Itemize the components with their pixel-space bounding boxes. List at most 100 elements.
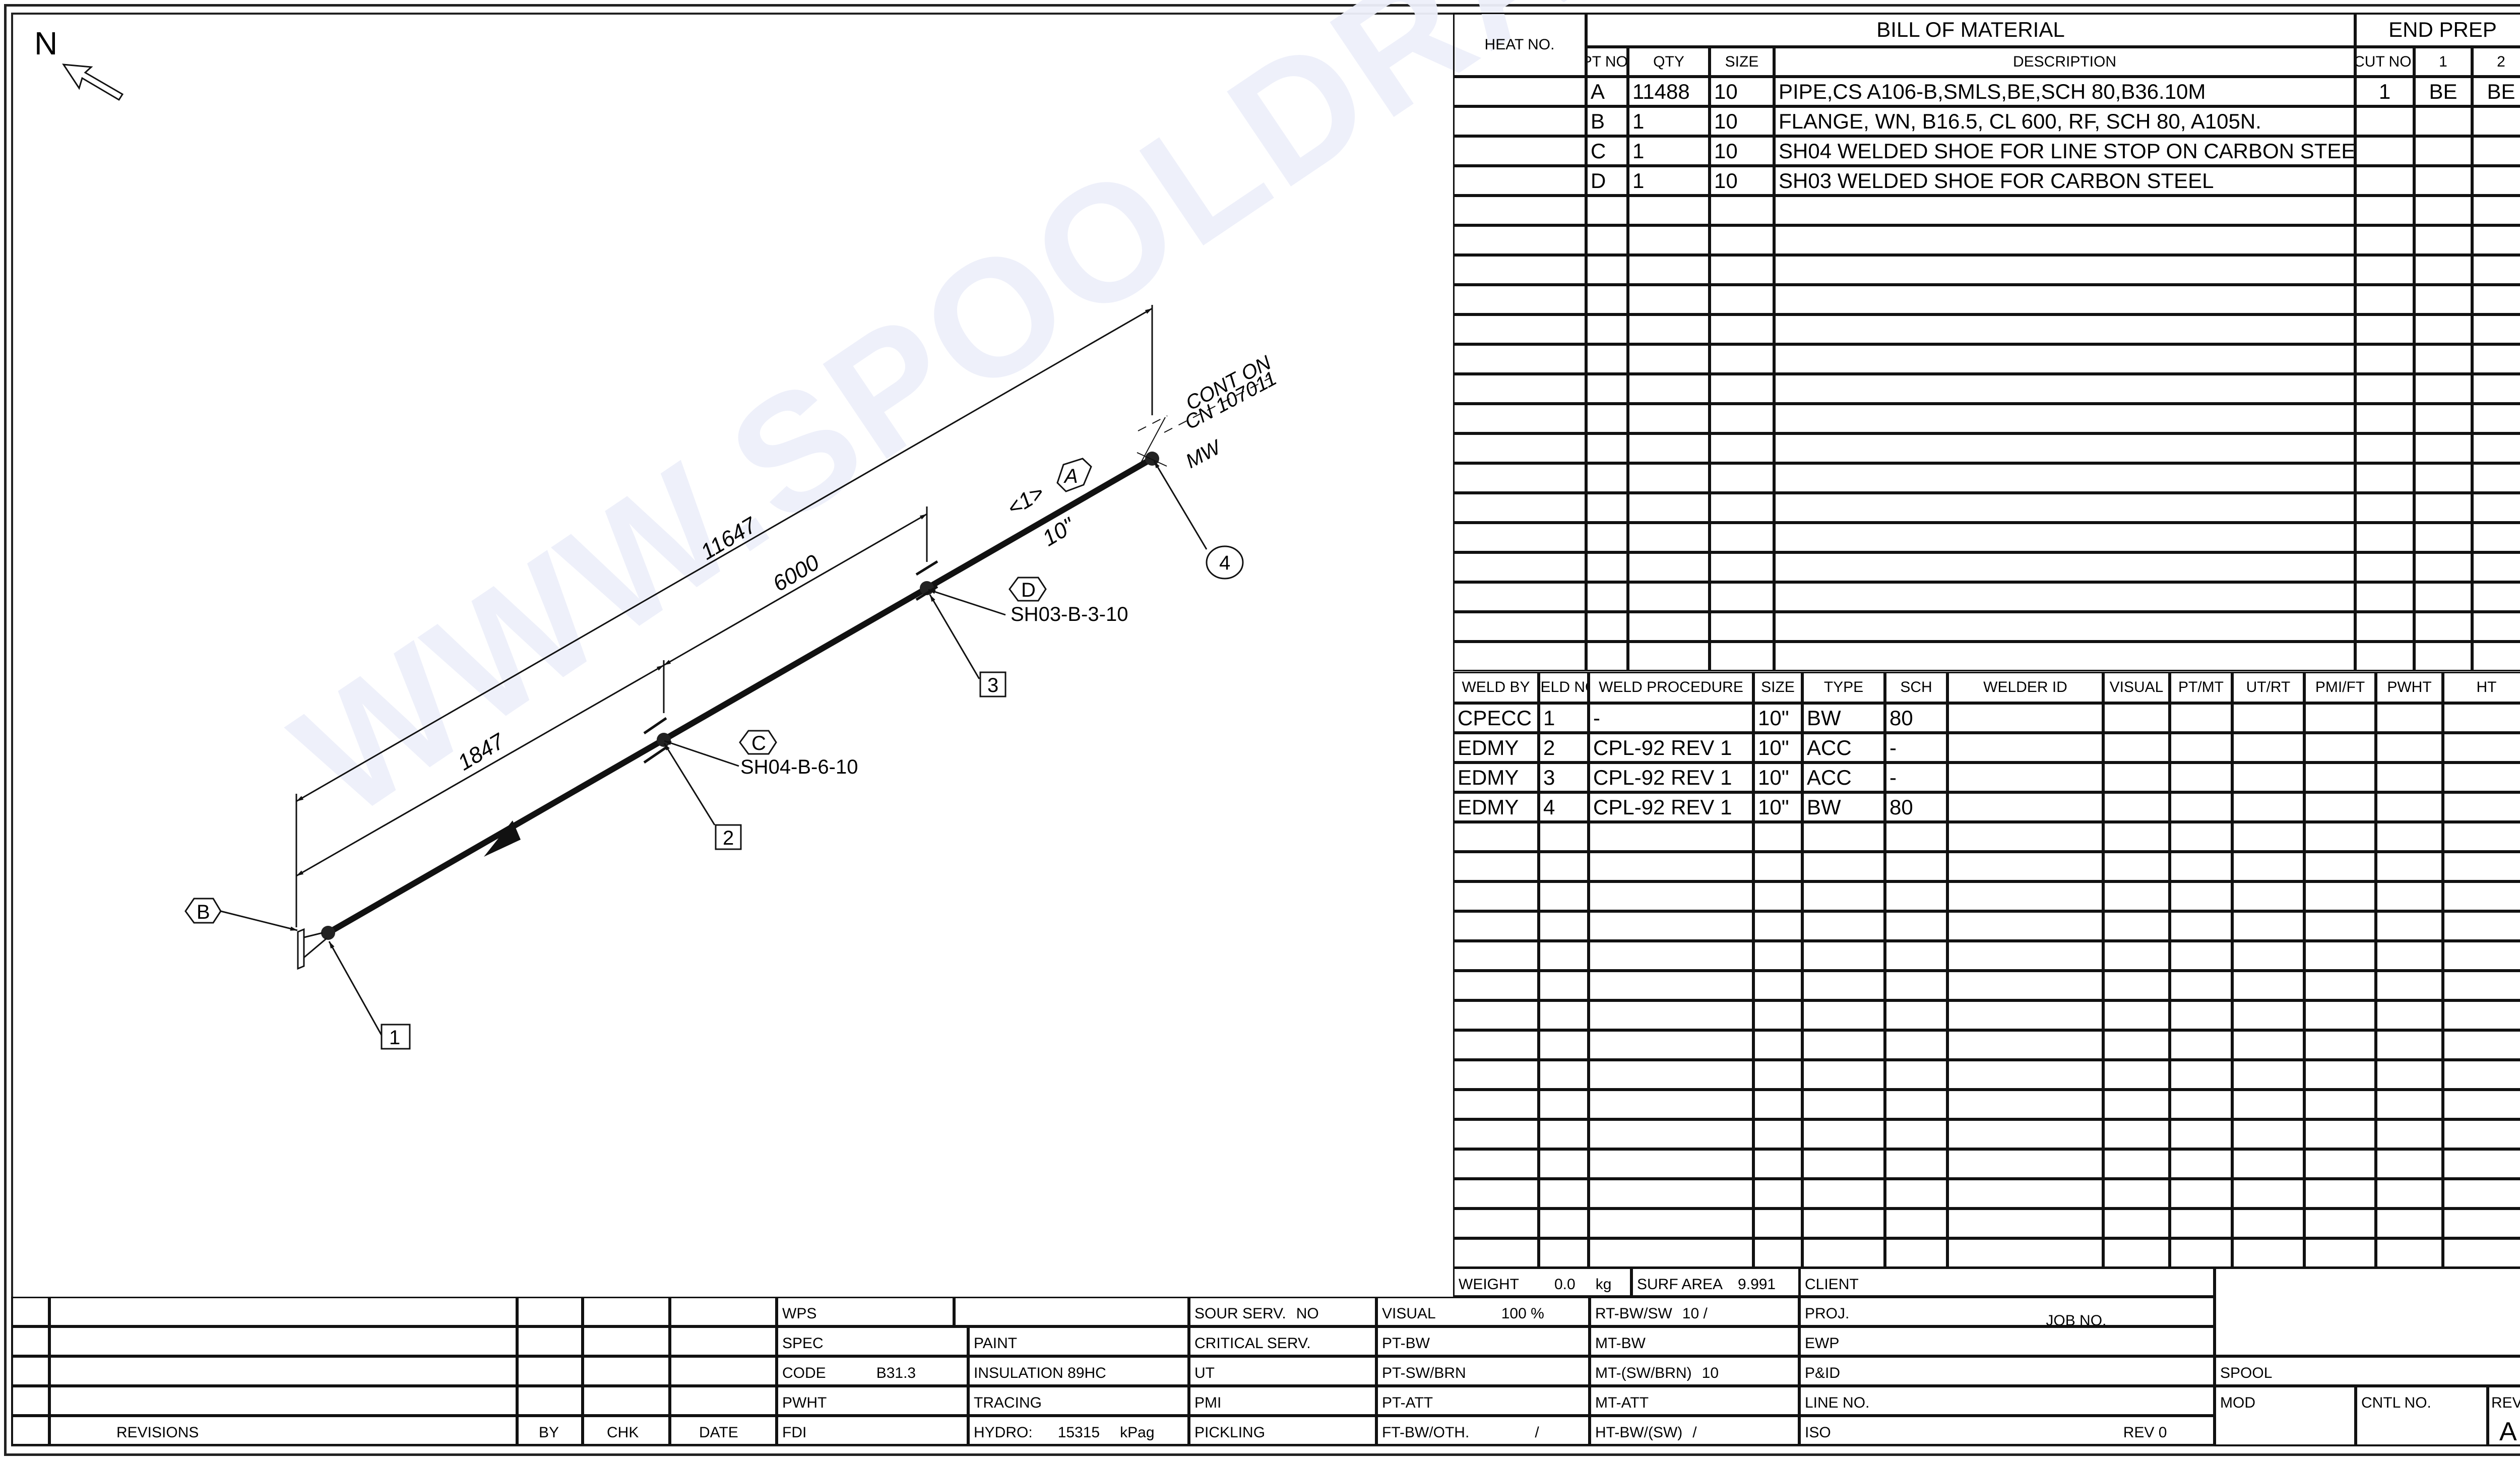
bom-row-e1	[2414, 136, 2472, 166]
bom-empty-cell	[2414, 285, 2472, 314]
bom-empty-cell	[1453, 255, 1586, 285]
bom-empty-cell	[1628, 196, 1710, 225]
weld-empty-cell	[1802, 1000, 1885, 1030]
bom-empty-cell	[1586, 523, 1628, 552]
weld-empty-cell	[2304, 941, 2376, 971]
weld-empty-cell	[1539, 822, 1589, 852]
bom-row-heat	[1453, 166, 1586, 196]
weld-empty-cell	[2170, 1238, 2232, 1268]
weld-empty-cell	[2170, 1209, 2232, 1238]
revision-chk-cell	[583, 1356, 670, 1386]
spool-cell: SPOOL	[2215, 1356, 2520, 1386]
bom-empty-cell	[1628, 255, 1710, 285]
weld-empty-cell	[2103, 911, 2170, 941]
weld-empty-cell	[1885, 1060, 1947, 1090]
bom-empty-cell	[2414, 523, 2472, 552]
weld-empty-cell	[1589, 1209, 1753, 1238]
title-field-label: PROJ.	[1805, 1305, 1850, 1322]
weld-row-pwht	[2376, 792, 2443, 822]
bom-empty-cell	[2414, 196, 2472, 225]
weld-empty-cell	[1885, 822, 1947, 852]
bom-empty-cell	[2355, 463, 2414, 493]
title-field-label: PMI	[1194, 1394, 1222, 1411]
bom-empty-cell	[1453, 552, 1586, 582]
revision-description-cell-text: REVISIONS	[116, 1424, 199, 1441]
weld-empty-cell	[2304, 1149, 2376, 1179]
bom-row-e2-text: BE	[2487, 79, 2515, 103]
weld-empty-cell	[2103, 1000, 2170, 1030]
weld-row-by-text: EDMY	[1458, 735, 1519, 759]
revision-date-cell-text: DATE	[699, 1424, 738, 1441]
bom-header-e1: 1	[2414, 47, 2472, 77]
title-field-label: ISO	[1805, 1424, 1831, 1441]
weld-empty-cell	[1589, 1000, 1753, 1030]
weld-empty-cell	[2103, 1238, 2170, 1268]
weld-empty-cell	[2170, 1119, 2232, 1149]
bom-empty-cell	[2355, 433, 2414, 463]
revision-date-cell	[670, 1297, 777, 1326]
weld-row-pmift	[2304, 703, 2376, 733]
title-field-unit: kPag	[1120, 1424, 1155, 1441]
weld-row-visual	[2103, 763, 2170, 792]
bom-empty-cell	[2355, 523, 2414, 552]
weld-empty-cell	[2376, 881, 2443, 911]
weld-row-type-text: ACC	[1807, 735, 1852, 759]
weld-empty-cell	[2376, 1179, 2443, 1209]
weld-empty-cell	[2304, 1209, 2376, 1238]
bom-empty-cell	[1774, 433, 2355, 463]
weld-empty-cell	[2443, 1209, 2520, 1238]
title-col5-cell: HT-BW/(SW)/	[1590, 1416, 1799, 1445]
bom-header-size: SIZE	[1710, 47, 1774, 77]
bom-empty-cell	[1774, 493, 2355, 523]
tag-d-hexagon-icon	[1009, 577, 1047, 602]
bom-header-e1-text: 1	[2439, 53, 2447, 70]
surf-area-label: SURF AREA	[1637, 1276, 1723, 1293]
weld-empty-cell	[2232, 822, 2304, 852]
title-field-value: B31.3	[876, 1365, 916, 1381]
weld-empty-cell	[1539, 852, 1589, 881]
bom-row-pt: C	[1586, 136, 1628, 166]
weld-header-sch-text: SCH	[1900, 679, 1932, 695]
weld-empty-cell	[1453, 1238, 1539, 1268]
bom-empty-cell	[1710, 196, 1774, 225]
weld-empty-cell	[2443, 1119, 2520, 1149]
weld-row-type-text: ACC	[1807, 765, 1852, 789]
weld-empty-cell	[1885, 1119, 1947, 1149]
cut-tag-label: <1>	[1003, 480, 1048, 521]
bom-row-e1	[2414, 106, 2472, 136]
bom-row-cut	[2355, 136, 2414, 166]
weld-empty-cell	[2376, 1000, 2443, 1030]
weld-empty-cell	[2376, 1060, 2443, 1090]
bom-empty-cell	[1586, 493, 1628, 523]
tag-c-hexagon-icon	[739, 730, 777, 755]
bom-empty-cell	[1586, 642, 1628, 671]
weld-empty-cell	[1539, 1000, 1589, 1030]
title-field-label: CLIENT	[1805, 1276, 1859, 1293]
weld-empty-cell	[2443, 911, 2520, 941]
weld-empty-cell	[1589, 911, 1753, 941]
weld-empty-cell	[1539, 881, 1589, 911]
weld-empty-cell	[1947, 1030, 2103, 1060]
bom-empty-cell	[2355, 493, 2414, 523]
weld-empty-cell	[1885, 1030, 1947, 1060]
weld-empty-cell	[2443, 1030, 2520, 1060]
weld-empty-cell	[2232, 1179, 2304, 1209]
title-field-label: UT	[1194, 1365, 1215, 1381]
bom-row-pt: B	[1586, 106, 1628, 136]
bom-empty-cell	[2414, 314, 2472, 344]
weld-empty-cell	[2103, 822, 2170, 852]
weld-row-proc: CPL-92 REV 1	[1589, 763, 1753, 792]
title-col1-cell: WPS	[777, 1297, 954, 1326]
title-field-label: INSULATION 89HC	[974, 1365, 1106, 1381]
weld-empty-cell	[1802, 1209, 1885, 1238]
bom-header-e2-text: 2	[2497, 53, 2505, 70]
title-col3-cell: PMI	[1189, 1386, 1376, 1416]
weld-empty-cell	[1753, 1060, 1802, 1090]
weld-row-welder	[1947, 792, 2103, 822]
connection-type-label: MW	[1182, 435, 1226, 473]
dimension-overall: 11647	[697, 512, 762, 564]
bom-empty-cell	[2414, 493, 2472, 523]
revision-index-cell	[11, 1356, 49, 1386]
